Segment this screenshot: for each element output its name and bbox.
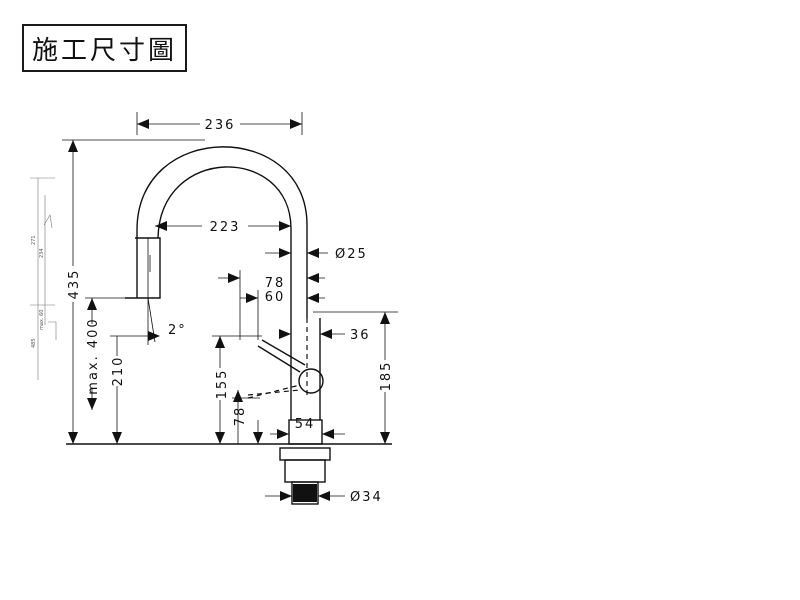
- dim-max-400: max. 400: [84, 297, 137, 410]
- side-spout-sketch: [43, 214, 53, 229]
- side-label-271: 271: [31, 235, 37, 245]
- side-label-485: 485: [31, 338, 37, 348]
- dim-label-185: 185: [379, 361, 394, 392]
- dim-label-78-reach: 78: [265, 276, 286, 291]
- mounting-nut-body: [284, 459, 326, 483]
- spout-outer-edge: [136, 146, 308, 318]
- spout-inner-edge: [157, 166, 292, 318]
- dim-223: 223: [155, 218, 291, 235]
- dim-435: 435: [62, 139, 205, 444]
- dim-236: 236: [136, 112, 303, 135]
- dim-label-diameter-25: Ø25: [335, 247, 368, 262]
- dim-label-78-lower: 78: [233, 406, 248, 427]
- dim-185: 185: [377, 312, 394, 444]
- dim-label-435: 435: [67, 269, 82, 300]
- drawing-title: 施工尺寸圖: [31, 35, 177, 66]
- side-label-max-60: max. 60: [39, 310, 45, 330]
- dim-210: 210 2°: [110, 297, 187, 444]
- handle-down-position: [247, 389, 301, 396]
- dim-label-angle: 2°: [168, 323, 187, 338]
- mounting-nut-top: [279, 447, 331, 461]
- handle-lower-edge: [257, 345, 301, 373]
- faucet-outline: [66, 146, 392, 505]
- side-handle-sketch: [48, 321, 57, 340]
- dim-label-210: 210: [111, 356, 126, 387]
- dim-label-diameter-34: Ø34: [350, 490, 383, 505]
- dim-label-max-400: max. 400: [86, 317, 101, 394]
- dim-78-60: 78 60: [218, 270, 325, 340]
- dim-label-223: 223: [210, 220, 241, 235]
- dim-diameter-34: Ø34: [265, 490, 383, 505]
- title-box: 施工尺寸圖: [22, 24, 187, 72]
- dim-label-60: 60: [265, 290, 286, 305]
- spray-head: [125, 237, 161, 299]
- dim-diameter-25: Ø25: [265, 247, 368, 262]
- handle-knob: [298, 368, 324, 394]
- handle-upper-edge: [261, 339, 306, 366]
- dim-54: 54: [270, 417, 345, 439]
- dim-label-36: 36: [350, 328, 371, 343]
- dim-label-155: 155: [215, 369, 230, 400]
- handle-down-position-2: [247, 384, 301, 399]
- dim-label-54: 54: [295, 417, 316, 432]
- dim-78-lower: 78: [232, 390, 263, 444]
- side-label-234: 234: [39, 248, 45, 258]
- mounting-thread: [293, 484, 317, 502]
- side-view-scale: 271 234 485 max. 60: [30, 177, 57, 380]
- dim-155: 155: [212, 335, 262, 444]
- dim-label-236: 236: [205, 118, 236, 133]
- mounting-shank: [291, 481, 319, 505]
- dim-36: 36: [279, 311, 398, 343]
